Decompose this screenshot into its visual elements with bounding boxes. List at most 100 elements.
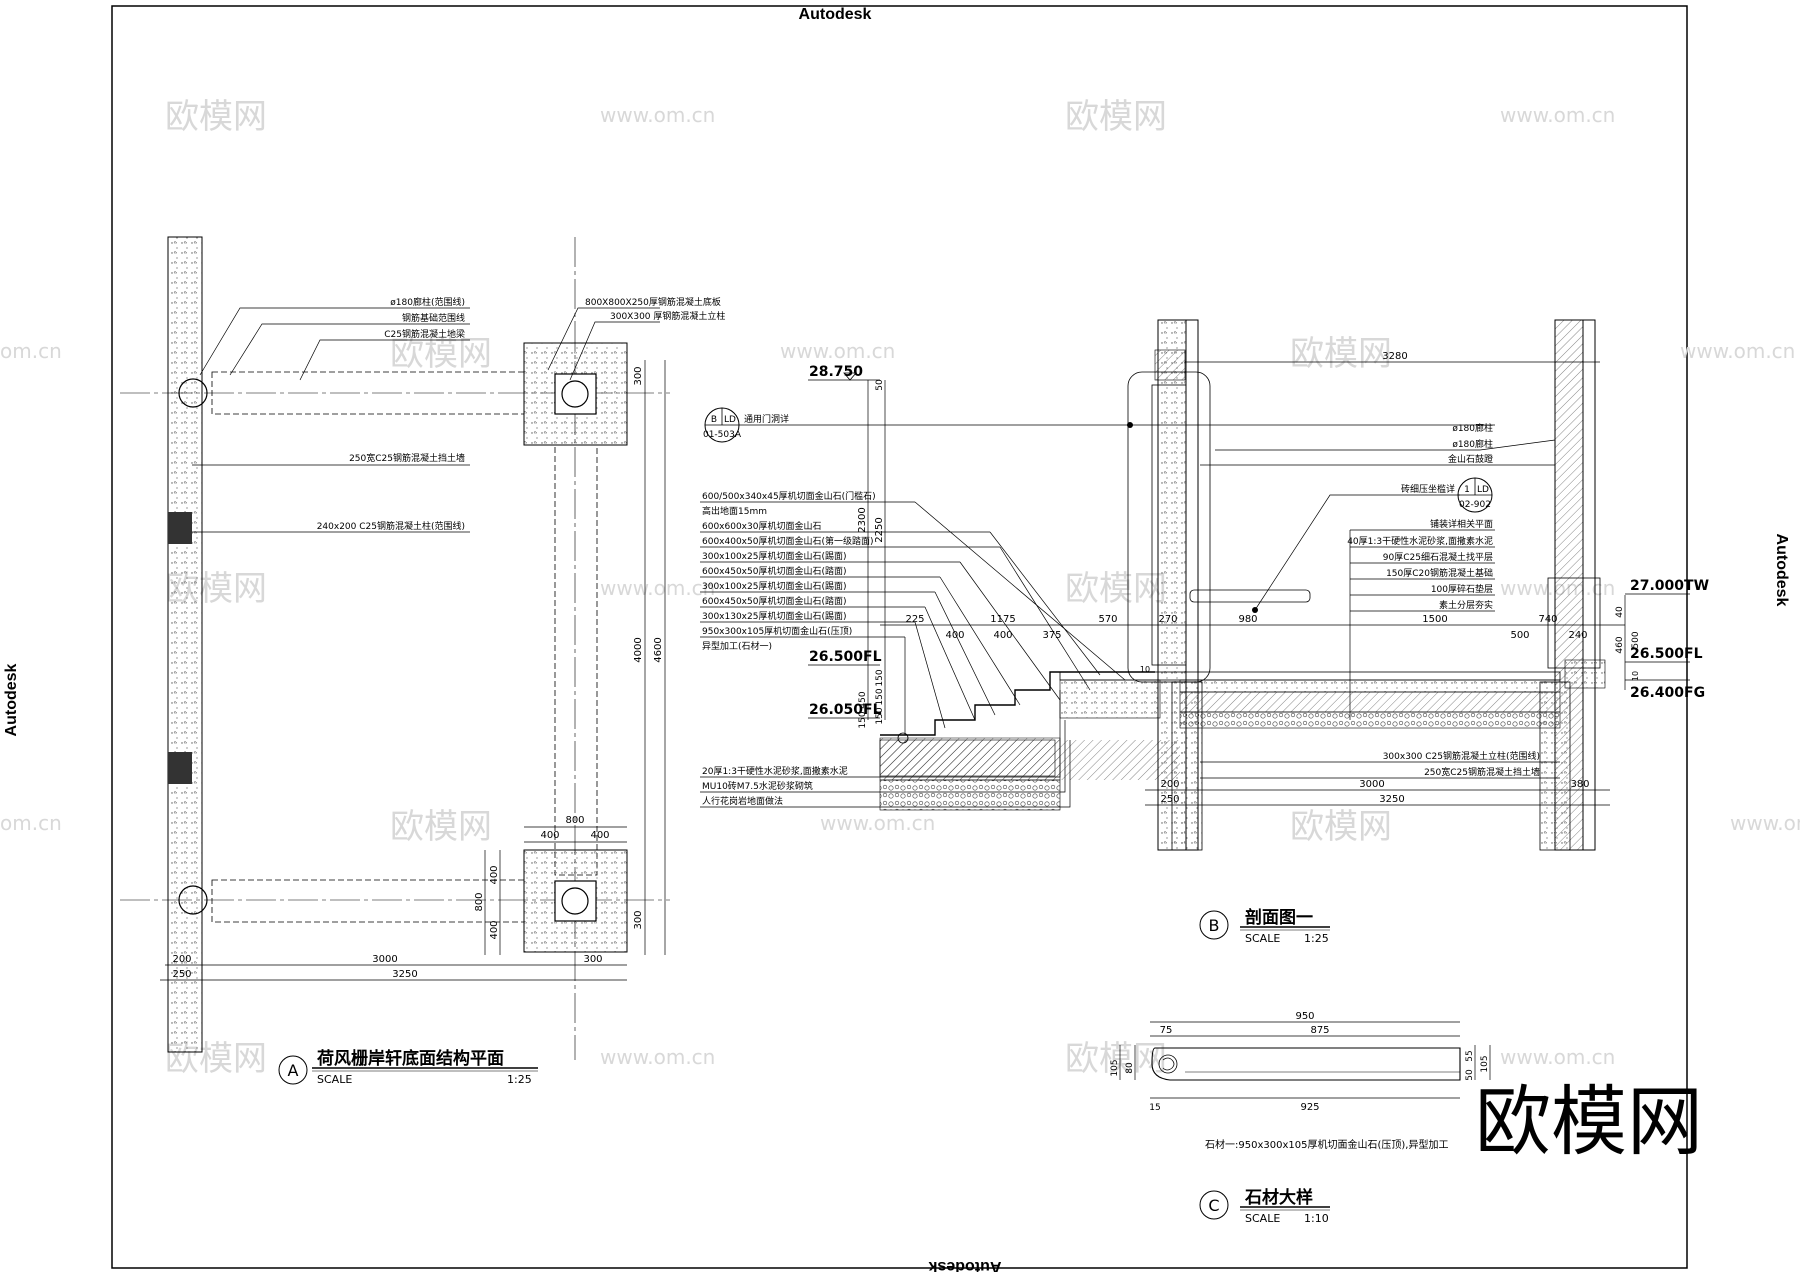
svg-text:www.om.cn: www.om.cn	[820, 811, 935, 835]
svg-text:250宽C25钢筋混凝土挡土墙: 250宽C25钢筋混凝土挡土墙	[1424, 766, 1540, 778]
svg-text:剖面图一: 剖面图一	[1245, 907, 1313, 928]
svg-text:90厚C25细石混凝土找平层: 90厚C25细石混凝土找平层	[1383, 551, 1493, 563]
svg-text:2300: 2300	[857, 507, 868, 532]
svg-text:150厚C20钢筋混凝土基础: 150厚C20钢筋混凝土基础	[1386, 567, 1493, 579]
svg-text:1: 1	[1464, 485, 1470, 495]
svg-text:www.om.cn: www.om.cn	[1730, 811, 1800, 835]
svg-text:740: 740	[1538, 614, 1557, 625]
svg-text:600/500x340x45厚机切面金山石(门槛石): 600/500x340x45厚机切面金山石(门槛石)	[702, 490, 876, 502]
svg-text:375: 375	[1042, 630, 1061, 641]
svg-text:1:10: 1:10	[1304, 1212, 1329, 1225]
svg-text:异型加工(石材一): 异型加工(石材一)	[702, 640, 772, 652]
svg-text:SCALE: SCALE	[1245, 932, 1280, 945]
view-b-title: B 剖面图一 SCALE 1:25	[1199, 907, 1330, 945]
svg-text:www.om.cn: www.om.cn	[780, 339, 895, 363]
svg-text:om.cn: om.cn	[0, 339, 62, 363]
svg-text:www.om.cn: www.om.cn	[600, 576, 715, 600]
svg-text:105: 105	[1110, 1059, 1120, 1076]
svg-text:LD: LD	[1477, 485, 1489, 495]
svg-text:300x300 C25钢筋混凝土立柱(范围线): 300x300 C25钢筋混凝土立柱(范围线)	[1383, 750, 1540, 762]
svg-text:800: 800	[565, 815, 584, 826]
svg-text:200: 200	[172, 954, 191, 965]
svg-text:www.om.cn: www.om.cn	[1500, 1045, 1615, 1069]
svg-text:高出地面15mm: 高出地面15mm	[702, 505, 767, 517]
svg-text:225: 225	[905, 614, 924, 625]
svg-text:300: 300	[583, 954, 602, 965]
brand-top: Autodesk	[799, 6, 872, 23]
svg-text:600x400x50厚机切面金山石(第一级踏面): 600x400x50厚机切面金山石(第一级踏面)	[702, 535, 873, 547]
svg-text:4000: 4000	[633, 637, 644, 662]
svg-text:300x130x25厚机切面金山石(踢面): 300x130x25厚机切面金山石(踢面)	[702, 610, 846, 622]
svg-text:ø180廊柱: ø180廊柱	[1452, 438, 1493, 450]
svg-text:80: 80	[1125, 1062, 1135, 1074]
svg-text:950: 950	[1295, 1011, 1314, 1022]
brand-right: Autodesk	[1773, 534, 1790, 607]
svg-text:2250: 2250	[874, 517, 885, 542]
svg-text:40: 40	[1615, 606, 1625, 618]
svg-text:105: 105	[1480, 1055, 1490, 1072]
svg-text:200: 200	[1160, 779, 1179, 790]
svg-text:www.om.cn: www.om.cn	[1500, 103, 1615, 127]
svg-text:800X800X250厚钢筋混凝土底板: 800X800X250厚钢筋混凝土底板	[585, 296, 721, 308]
svg-text:26.050FL: 26.050FL	[809, 702, 882, 718]
svg-text:SCALE: SCALE	[317, 1073, 352, 1086]
svg-text:1500: 1500	[1422, 614, 1447, 625]
plan-view-a: ø180廊柱(范围线) 钢筋基础范围线 C25钢筋混凝土地梁 250宽C25钢筋…	[120, 236, 725, 1060]
svg-text:500: 500	[1631, 631, 1641, 648]
view-c-title: C 石材大样 SCALE 1:10	[1199, 1187, 1330, 1225]
svg-text:MU10砖M7.5水泥砂浆砌筑: MU10砖M7.5水泥砂浆砌筑	[702, 780, 813, 792]
svg-text:27.000TW: 27.000TW	[1630, 578, 1709, 594]
svg-text:荷风栅岸轩底面结构平面: 荷风栅岸轩底面结构平面	[317, 1048, 504, 1069]
svg-text:55: 55	[1465, 1050, 1475, 1061]
svg-text:400: 400	[489, 865, 500, 884]
brand-bottom: Autodesk	[928, 1258, 1001, 1272]
svg-text:om.cn: om.cn	[0, 811, 62, 835]
svg-text:600x450x50厚机切面金山石(踏面): 600x450x50厚机切面金山石(踏面)	[702, 595, 846, 607]
svg-text:铺装详相关平面: 铺装详相关平面	[1430, 518, 1493, 530]
svg-text:300x100x25厚机切面金山石(踢面): 300x100x25厚机切面金山石(踢面)	[702, 580, 846, 592]
svg-text:www.om.cn: www.om.cn	[1680, 339, 1795, 363]
svg-text:15: 15	[1149, 1103, 1160, 1113]
svg-text:270: 270	[1158, 614, 1177, 625]
section-view-b: 28.750 26.500FL 26.050FL 27.000TW 26.500…	[700, 319, 1709, 851]
svg-text:500: 500	[1510, 630, 1529, 641]
svg-text:400: 400	[590, 830, 609, 841]
svg-text:C25钢筋混凝土地梁: C25钢筋混凝土地梁	[384, 328, 465, 340]
svg-text:10: 10	[1631, 671, 1640, 681]
svg-text:欧模网: 欧模网	[390, 334, 492, 374]
svg-text:450: 450	[858, 691, 868, 708]
svg-text:3250: 3250	[392, 969, 417, 980]
svg-text:金山石鼓蹬: 金山石鼓蹬	[1448, 453, 1493, 465]
svg-text:26.500FL: 26.500FL	[1630, 646, 1703, 662]
svg-text:50: 50	[875, 379, 885, 391]
svg-text:925: 925	[1300, 1102, 1319, 1113]
svg-text:欧模网: 欧模网	[1065, 569, 1167, 609]
svg-text:欧模网: 欧模网	[165, 97, 267, 137]
svg-text:3000: 3000	[1359, 779, 1384, 790]
svg-text:A: A	[288, 1061, 299, 1080]
svg-text:26.400FG: 26.400FG	[1630, 685, 1705, 701]
svg-text:150: 150	[858, 711, 868, 728]
svg-text:欧模网: 欧模网	[1065, 1039, 1167, 1079]
svg-text:460: 460	[1615, 636, 1625, 653]
svg-text:人行花岗岩地面做法: 人行花岗岩地面做法	[702, 795, 783, 807]
svg-text:1175: 1175	[990, 614, 1015, 625]
svg-text:875: 875	[1310, 1025, 1329, 1036]
svg-text:素土分层夯实: 素土分层夯实	[1439, 599, 1493, 611]
svg-text:600x450x50厚机切面金山石(踏面): 600x450x50厚机切面金山石(踏面)	[702, 565, 846, 577]
svg-text:950x300x105厚机切面金山石(压顶): 950x300x105厚机切面金山石(压顶)	[702, 625, 852, 637]
svg-text:150: 150	[875, 707, 885, 724]
svg-text:600x600x30厚机切面金山石: 600x600x30厚机切面金山石	[702, 520, 821, 532]
svg-text:欧模网: 欧模网	[1290, 807, 1392, 847]
svg-text:02-902: 02-902	[1459, 500, 1491, 510]
svg-text:250: 250	[1160, 794, 1179, 805]
svg-text:ø180廊柱: ø180廊柱	[1452, 422, 1493, 434]
svg-text:800: 800	[474, 892, 485, 911]
svg-text:4600: 4600	[653, 637, 664, 662]
watermark-logo-large: 欧模网	[1475, 1077, 1703, 1166]
svg-text:150: 150	[875, 688, 885, 705]
svg-text:10: 10	[1140, 665, 1150, 674]
svg-text:150: 150	[875, 669, 885, 686]
svg-text:250: 250	[172, 969, 191, 980]
svg-text:钢筋基础范围线: 钢筋基础范围线	[402, 312, 465, 324]
